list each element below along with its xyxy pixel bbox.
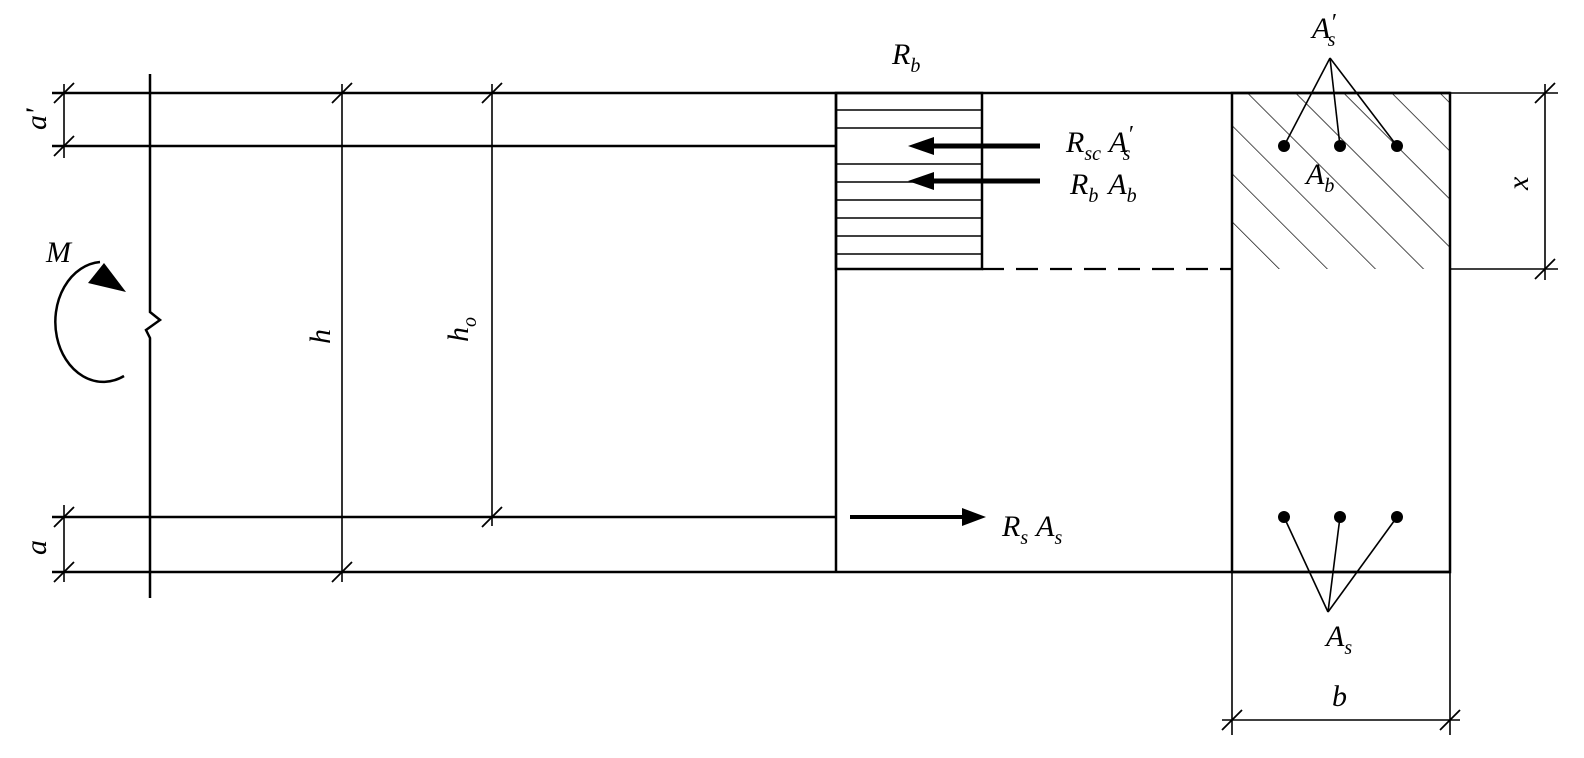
bottom-steel-label: As (1324, 620, 1352, 659)
top-steel-label: A′s (1310, 10, 1336, 51)
compressed-area-label: Ab (1304, 158, 1334, 197)
a-prime-label: a' (20, 108, 53, 130)
beam-elevation (52, 74, 1450, 598)
compression-zone-hatch (1232, 93, 1450, 269)
concrete-stress-block: Rb (834, 38, 984, 271)
b-label: b (1332, 680, 1347, 713)
moment-arrowhead-icon (88, 263, 126, 292)
arrow-left-icon (908, 137, 934, 155)
cross-section-outline (1230, 91, 1452, 574)
h0-label: ho (442, 317, 481, 342)
moment-arrow: M (45, 236, 126, 384)
stress-label: Rb (891, 38, 920, 77)
bottom-bars: As (1278, 511, 1403, 659)
dimension-h: h (304, 82, 353, 583)
a-label: a (20, 540, 53, 555)
dimension-a: a (20, 505, 75, 583)
top-bars: A′s Ab (1278, 10, 1403, 197)
dimension-x: x (1450, 82, 1558, 280)
break-line (144, 74, 163, 598)
h0-main: h (442, 327, 475, 342)
dimension-b: b (1221, 572, 1461, 735)
dimension-h0: ho (442, 82, 503, 528)
cross-section: A′s Ab As (1230, 10, 1452, 659)
moment-label: M (45, 236, 73, 269)
dimension-a-prime: a' (20, 82, 75, 158)
h-label: h (304, 329, 337, 344)
x-label: x (1502, 176, 1535, 191)
h0-sub: o (459, 317, 481, 327)
arrow-right-icon (962, 508, 986, 526)
arrow-left-icon (908, 172, 934, 190)
